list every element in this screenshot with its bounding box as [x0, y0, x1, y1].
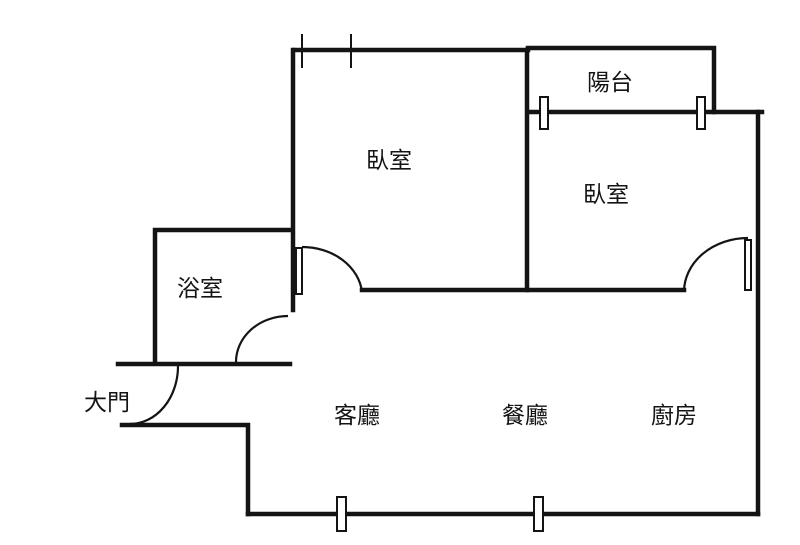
bottom-left-window	[336, 496, 347, 532]
balcony-top-wall	[525, 45, 717, 115]
bathroom-door-swing	[234, 314, 289, 363]
walls	[115, 45, 765, 517]
bathroom-wall	[152, 227, 293, 365]
entrance-lower-wall	[119, 422, 251, 517]
bottom-right-window	[533, 496, 544, 532]
bedroom-2-door-swing	[682, 236, 749, 293]
bedroom-2-label: 臥室	[583, 182, 629, 208]
bedroom-1-door-leaf	[295, 247, 303, 295]
bedroom-2-door-leaf	[744, 239, 752, 291]
main-door-swing	[129, 365, 180, 426]
balcony-label: 陽台	[587, 70, 633, 96]
windows	[301, 34, 706, 532]
balcony-right-window	[696, 96, 706, 130]
living-room-label: 客廳	[334, 403, 380, 429]
dining-room-label: 餐廳	[502, 403, 548, 429]
doors	[129, 236, 752, 426]
bedroom-1-label: 臥室	[366, 148, 412, 174]
entrance-label: 大門	[84, 390, 130, 416]
balcony-left-window	[539, 96, 549, 130]
bedroom-1-door-swing	[301, 245, 364, 293]
kitchen-label: 廚房	[651, 403, 697, 429]
bathroom-label: 浴室	[177, 276, 223, 302]
